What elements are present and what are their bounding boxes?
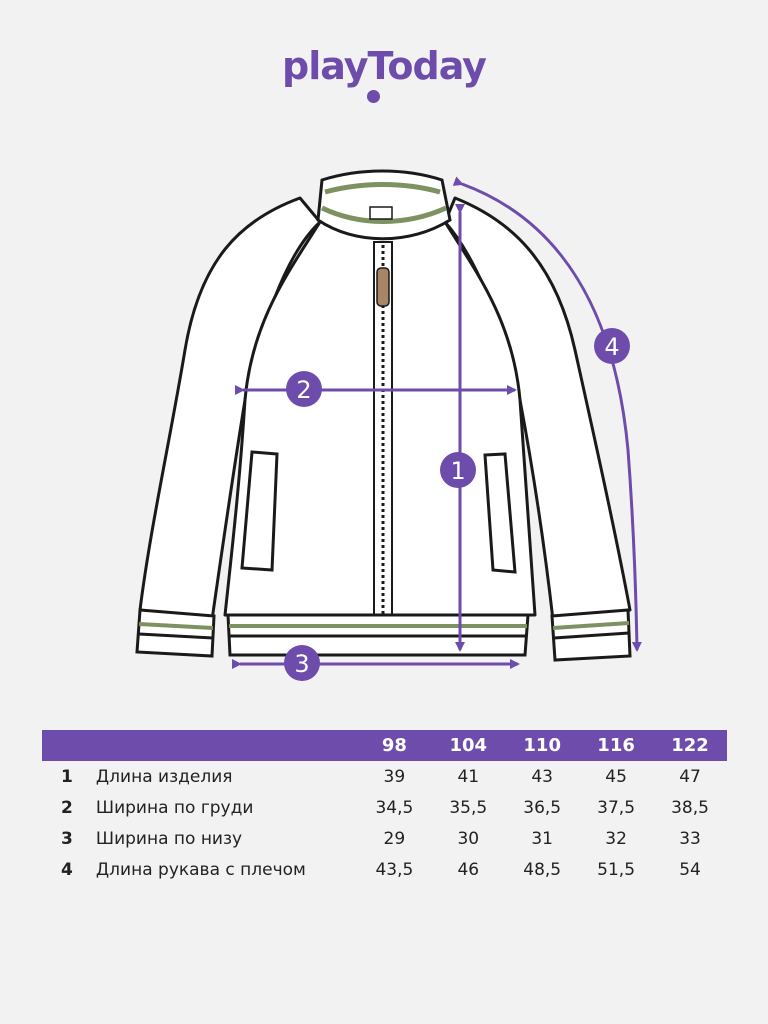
- header-empty-name: [92, 730, 358, 761]
- size-header-row: 98 104 110 116 122: [42, 730, 727, 761]
- row-value: 54: [679, 859, 701, 880]
- badge-1: 1: [440, 452, 476, 488]
- row-number: 2: [61, 797, 73, 818]
- row-value: 48,5: [523, 859, 562, 880]
- row-value: 35,5: [449, 797, 488, 818]
- brand-name: playToday: [282, 44, 487, 88]
- jacket-diagram: 1 2 3 4: [135, 169, 642, 681]
- svg-text:1: 1: [450, 457, 465, 485]
- row-value: 47: [679, 766, 701, 787]
- table-row: 2 Ширина по груди 34,5 35,5 36,5 37,5 38…: [42, 792, 727, 823]
- row-value: 38,5: [671, 797, 709, 818]
- svg-text:2: 2: [296, 376, 311, 404]
- size-header: 116: [597, 735, 635, 756]
- table-row: 4 Длина рукава с плечом 43,5 46 48,5 51,…: [42, 854, 727, 885]
- table-row: 3 Ширина по низу 29 30 31 32 33: [42, 823, 727, 854]
- left-cuff: [135, 608, 216, 658]
- row-value: 46: [457, 859, 480, 880]
- right-cuff: [550, 608, 632, 662]
- size-table: 98 104 110 116 122 1 Длина изделия 39 41…: [42, 730, 727, 885]
- row-value: 45: [605, 766, 627, 787]
- row-value: 36,5: [523, 797, 562, 818]
- table-row: 1 Длина изделия 39 41 43 45 47: [42, 761, 727, 792]
- row-label: Ширина по низу: [95, 828, 243, 849]
- row-label: Длина рукава с плечом: [95, 859, 306, 880]
- row-value: 32: [605, 828, 627, 849]
- measure-sleeve: [452, 176, 642, 652]
- row-value: 43,5: [375, 859, 414, 880]
- size-header: 122: [671, 735, 709, 756]
- size-header: 98: [381, 735, 407, 756]
- row-value: 29: [383, 828, 406, 849]
- hem-band: [226, 613, 530, 657]
- row-value: 41: [457, 766, 480, 787]
- row-number: 1: [61, 766, 73, 787]
- row-value: 43: [531, 766, 553, 787]
- header-empty-num: [42, 730, 92, 761]
- size-header: 104: [449, 735, 488, 756]
- size-header: 110: [523, 735, 561, 756]
- row-number: 4: [61, 859, 73, 880]
- zipper: [373, 241, 393, 655]
- svg-text:3: 3: [294, 650, 309, 678]
- row-value: 37,5: [597, 797, 636, 818]
- row-value: 30: [457, 828, 480, 849]
- collar: [316, 169, 452, 241]
- row-value: 51,5: [597, 859, 636, 880]
- row-value: 33: [679, 828, 701, 849]
- badge-4: 4: [594, 328, 630, 364]
- badge-3: 3: [284, 645, 320, 681]
- row-label: Длина изделия: [95, 766, 233, 787]
- row-number: 3: [61, 828, 73, 849]
- row-label: Ширина по груди: [95, 797, 254, 818]
- badge-2: 2: [286, 371, 322, 407]
- row-value: 31: [531, 828, 553, 849]
- logo-dot: [367, 90, 380, 103]
- row-value: 34,5: [375, 797, 414, 818]
- row-value: 39: [383, 766, 406, 787]
- svg-text:4: 4: [604, 333, 619, 361]
- brand-logo: playToday: [0, 44, 768, 88]
